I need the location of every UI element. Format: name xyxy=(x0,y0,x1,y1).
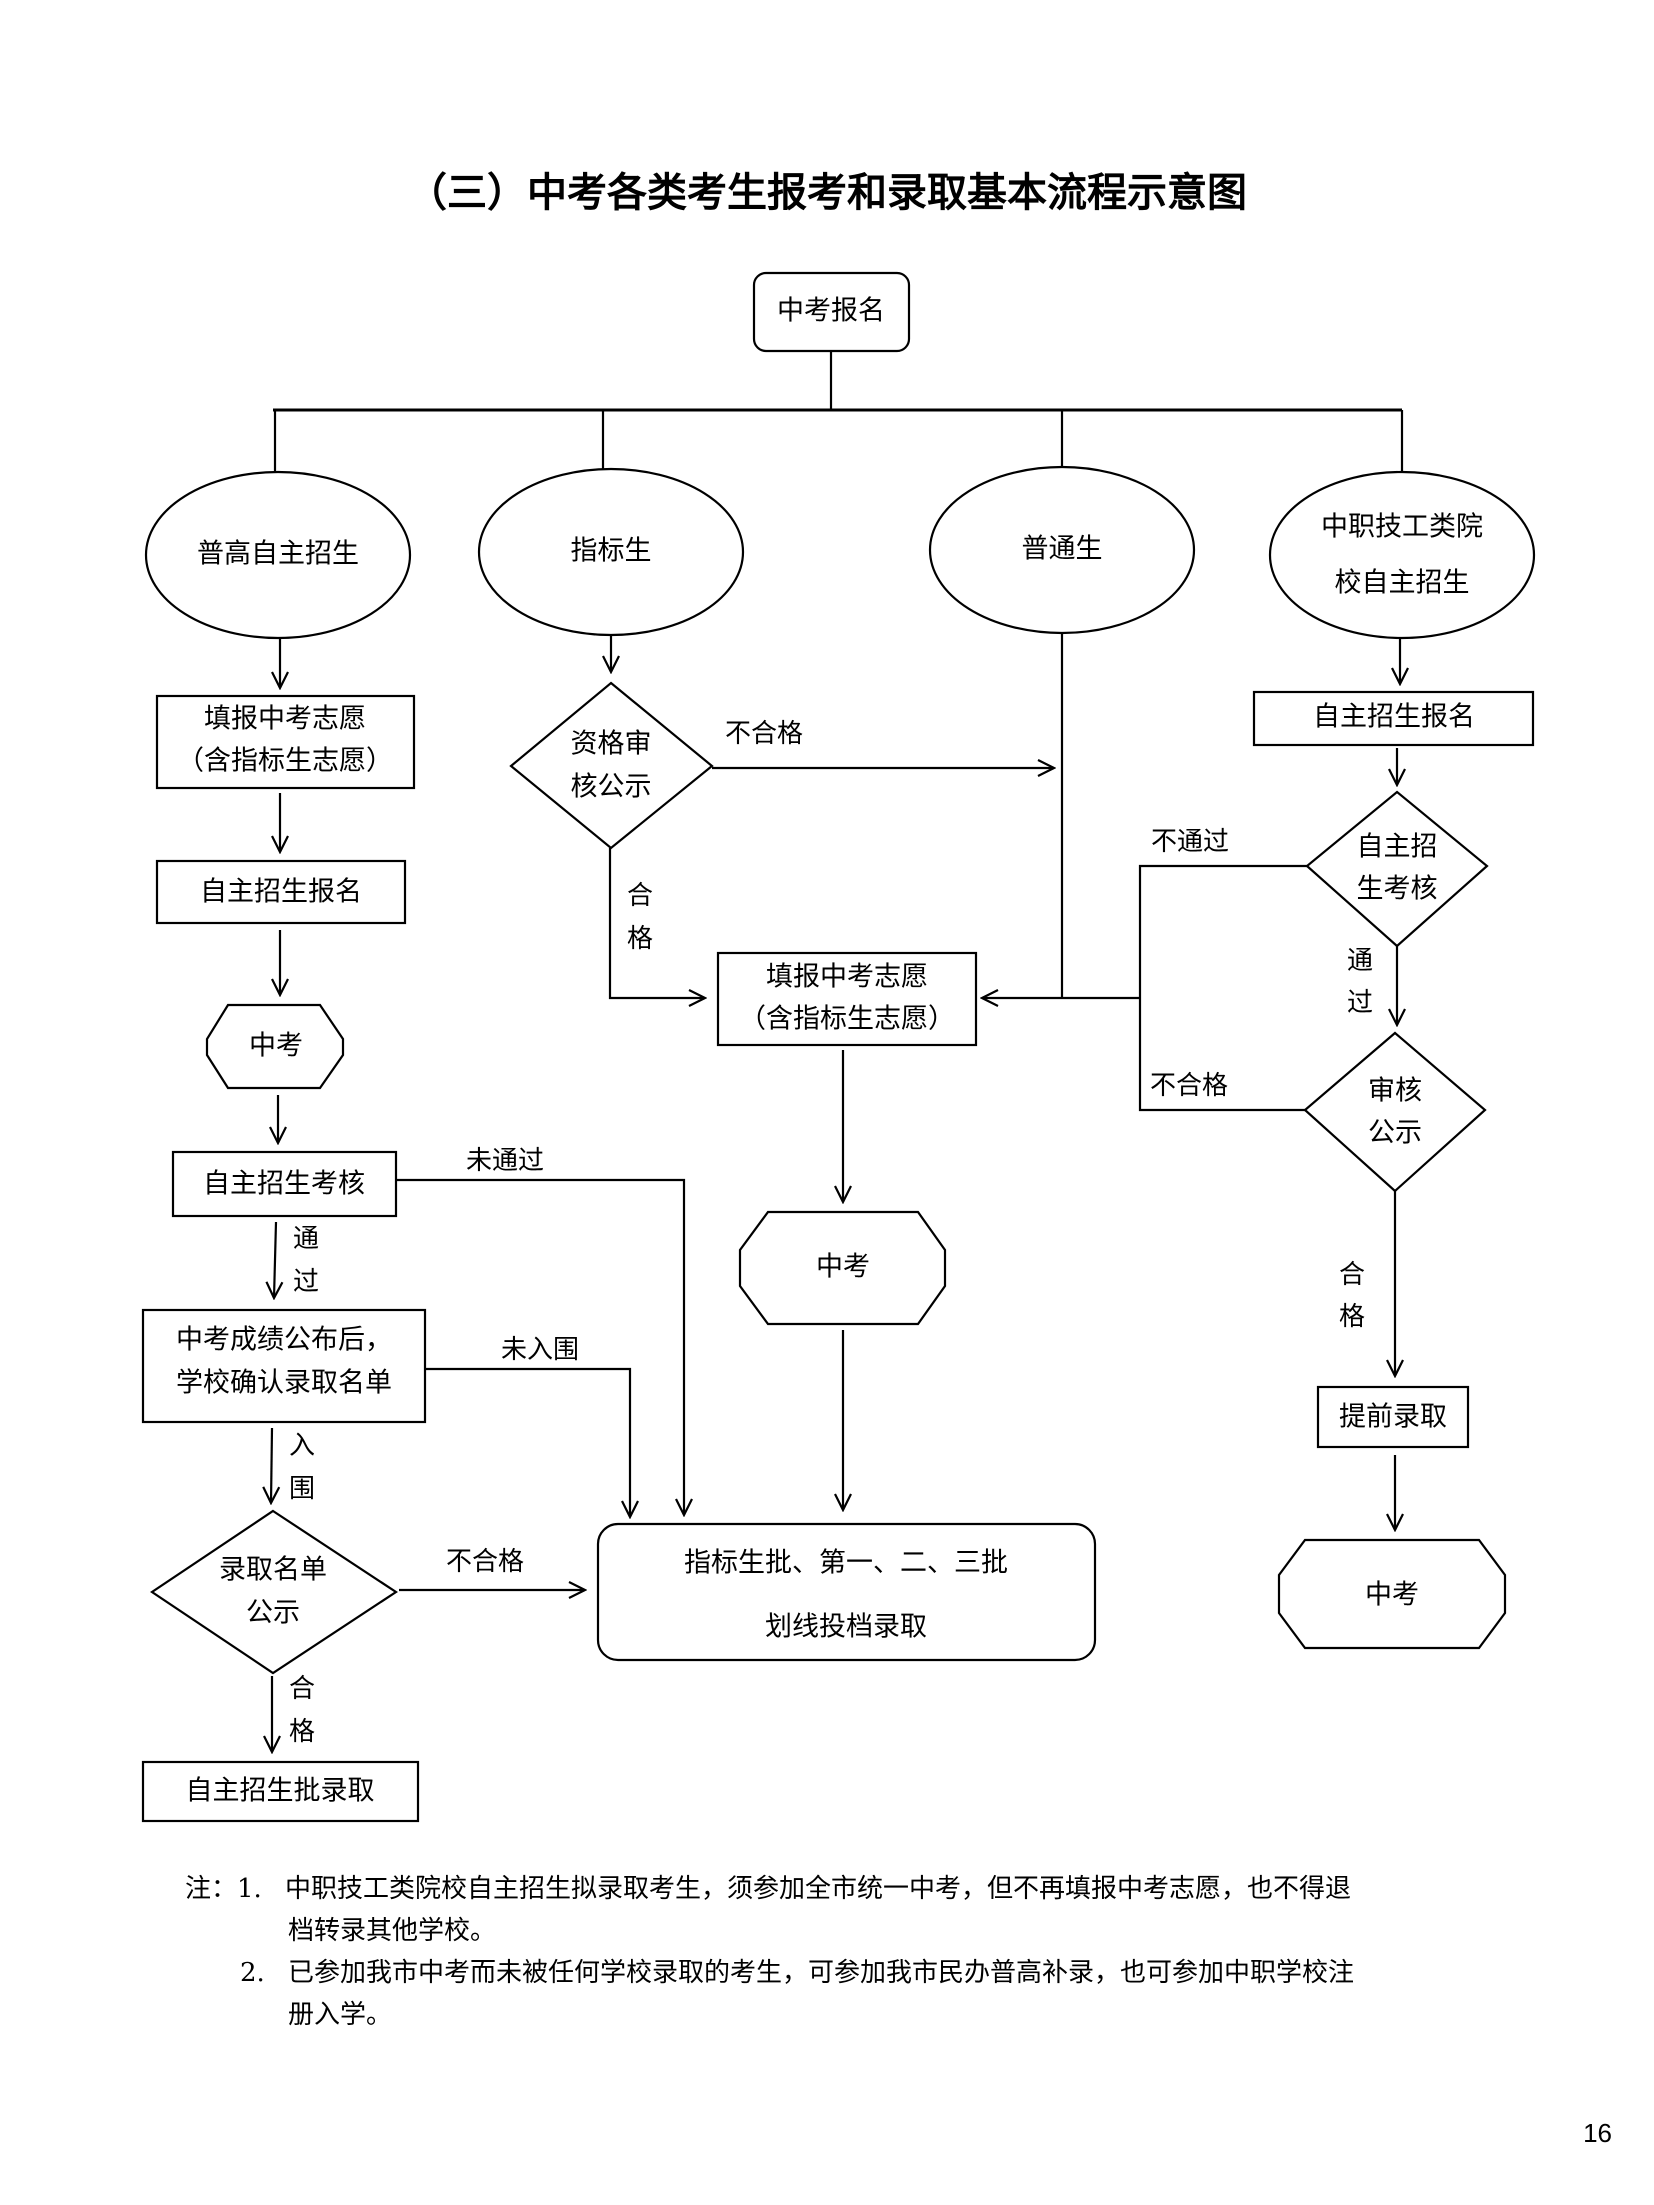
node-final-label-2: 划线投档录取 xyxy=(765,1612,927,1643)
arrow-left-fail-to-final xyxy=(396,1178,684,1515)
node-left-confirm: 中考成绩公布后， 学校确认录取名单 xyxy=(141,1308,427,1424)
page-number: 16 xyxy=(1583,2118,1612,2148)
node-category-zhongzhi: 中职技工类院 校自主招生 xyxy=(1268,470,1536,640)
node-right-early-label: 提前录取 xyxy=(1339,1402,1447,1433)
arrow-left-pass xyxy=(274,1221,276,1298)
node-right-assess-label-1: 自主招 xyxy=(1357,832,1438,863)
node-mid-fill-label-1: 填报中考志愿 xyxy=(766,962,928,993)
edge-label-qualified-right-1: 合 xyxy=(1339,1260,1365,1290)
note-prefix: 注： xyxy=(185,1874,238,1904)
note-1: 注：1. 中职技工类院校自主招生拟录取考生，须参加全市统一中考，但不再填报中考志愿… xyxy=(185,1868,1505,1910)
node-mid-review: 资格审 核公示 xyxy=(509,681,714,850)
diagram-title: （三）中考各类考生报考和录取基本流程示意图 xyxy=(407,170,1247,216)
note-2-continued: 册入学。 xyxy=(185,1994,1505,2036)
node-right-exam: 中考 xyxy=(1277,1538,1507,1650)
node-right-early: 提前录取 xyxy=(1316,1385,1470,1449)
node-category-zhibiao: 指标生 xyxy=(477,467,745,637)
edge-label-pass-right-2: 过 xyxy=(1347,988,1373,1018)
node-category-zhibiao-label: 指标生 xyxy=(571,536,652,567)
node-right-signup: 自主招生报名 xyxy=(1252,690,1535,747)
node-category-zhongzhi-label-2: 校自主招生 xyxy=(1335,568,1470,599)
edge-label-fail-right: 不通过 xyxy=(1151,827,1229,857)
edge-label-unqualified-left: 不合格 xyxy=(446,1547,524,1577)
node-left-fill-label-1: 填报中考志愿 xyxy=(204,704,366,735)
node-left-confirm-label-1: 中考成绩公布后， xyxy=(176,1325,392,1356)
node-start: 中考报名 xyxy=(752,271,911,353)
node-mid-review-label-1: 资格审 xyxy=(571,729,652,760)
edge-label-selected-2: 围 xyxy=(289,1474,315,1504)
note-1-line-1: 中职技工类院校自主招生拟录取考生，须参加全市统一中考，但不再填报中考志愿，也不得… xyxy=(285,1874,1352,1904)
node-left-signup-label: 自主招生报名 xyxy=(200,877,362,908)
node-category-putong-label: 普通生 xyxy=(1022,534,1103,565)
edge-label-pass-left-2: 过 xyxy=(293,1267,319,1297)
node-left-exam: 中考 xyxy=(205,1003,345,1090)
note-2-line-2: 册入学。 xyxy=(288,2000,393,2030)
edge-label-pass-left-1: 通 xyxy=(293,1224,319,1254)
arrow-left-notselected-to-final xyxy=(425,1367,630,1517)
node-left-fill: 填报中考志愿 （含指标生志愿） xyxy=(155,694,416,790)
node-mid-fill-label-2: （含指标生志愿） xyxy=(739,1004,955,1035)
line-right-fail-merge xyxy=(1138,864,1307,1112)
edge-label-qualified-mid-1: 合 xyxy=(627,881,653,911)
node-mid-exam: 中考 xyxy=(738,1210,947,1326)
edge-label-selected-1: 入 xyxy=(289,1431,315,1461)
note-1-line-2: 档转录其他学校。 xyxy=(288,1916,497,1946)
node-start-label: 中考报名 xyxy=(777,296,885,327)
edge-label-unqualified-right: 不合格 xyxy=(1150,1071,1228,1101)
node-left-admit-label: 自主招生批录取 xyxy=(186,1776,375,1807)
node-right-publicity: 审核 公示 xyxy=(1303,1031,1487,1193)
edge-label-qualified-left-1: 合 xyxy=(289,1674,315,1704)
note-2: 2. 已参加我市中考而未被任何学校录取的考生，可参加我市民办普高补录，也可参加中职… xyxy=(185,1952,1505,1994)
node-category-puogao: 普高自主招生 xyxy=(144,470,412,640)
arrow-left-selected xyxy=(271,1427,272,1503)
node-left-fill-label-2: （含指标生志愿） xyxy=(177,746,393,777)
node-left-publicity-label-1: 录取名单 xyxy=(219,1555,327,1586)
edge-label-qualified-left-2: 格 xyxy=(289,1717,315,1747)
node-left-assess-label: 自主招生考核 xyxy=(203,1169,365,1200)
node-left-exam-label: 中考 xyxy=(249,1031,303,1062)
node-category-putong: 普通生 xyxy=(928,465,1196,635)
note-1-number: 1. xyxy=(237,1874,262,1904)
node-category-puogao-label: 普高自主招生 xyxy=(197,539,359,570)
node-category-zhongzhi-label-1: 中职技工类院 xyxy=(1321,512,1483,543)
node-left-publicity-label-2: 公示 xyxy=(246,1598,300,1629)
edge-label-fail-left: 未通过 xyxy=(466,1146,544,1176)
notes: 注：1. 中职技工类院校自主招生拟录取考生，须参加全市统一中考，但不再填报中考志愿… xyxy=(185,1868,1505,2036)
node-left-admit: 自主招生批录取 xyxy=(141,1760,420,1823)
node-right-publicity-label-1: 审核 xyxy=(1368,1076,1422,1107)
note-2-line-1: 已参加我市中考而未被任何学校录取的考生，可参加我市民办普高补录，也可参加中职学校… xyxy=(288,1958,1355,1988)
edge-label-qualified-right-2: 格 xyxy=(1339,1302,1365,1332)
node-right-assess: 自主招 生考核 xyxy=(1305,790,1489,948)
node-left-confirm-label-2: 学校确认录取名单 xyxy=(176,1368,392,1399)
node-mid-review-label-2: 核公示 xyxy=(571,772,652,803)
edge-label-not-selected: 未入围 xyxy=(501,1335,579,1365)
note-1-continued: 档转录其他学校。 xyxy=(185,1910,1505,1952)
edge-label-unqualified-mid: 不合格 xyxy=(725,719,803,749)
node-mid-fill: 填报中考志愿 （含指标生志愿） xyxy=(716,951,978,1047)
node-right-exam-label: 中考 xyxy=(1365,1580,1419,1611)
edge-label-qualified-mid-2: 格 xyxy=(627,924,653,954)
node-mid-exam-label: 中考 xyxy=(816,1252,870,1283)
node-right-publicity-label-2: 公示 xyxy=(1368,1118,1422,1149)
node-left-signup: 自主招生报名 xyxy=(155,859,407,925)
note-2-number: 2. xyxy=(240,1958,265,1988)
arrow-mid-qualified xyxy=(608,848,705,998)
node-right-assess-label-2: 生考核 xyxy=(1357,874,1438,905)
node-final-label-1: 指标生批、第一、二、三批 xyxy=(684,1548,1008,1579)
edge-label-pass-right-1: 通 xyxy=(1347,946,1373,976)
node-left-publicity: 录取名单 公示 xyxy=(150,1509,399,1675)
node-final-admission: 指标生批、第一、二、三批 划线投档录取 xyxy=(596,1522,1097,1662)
node-left-assess: 自主招生考核 xyxy=(171,1150,398,1218)
top-distribution-lines xyxy=(273,351,1404,475)
node-right-signup-label: 自主招生报名 xyxy=(1313,702,1475,733)
